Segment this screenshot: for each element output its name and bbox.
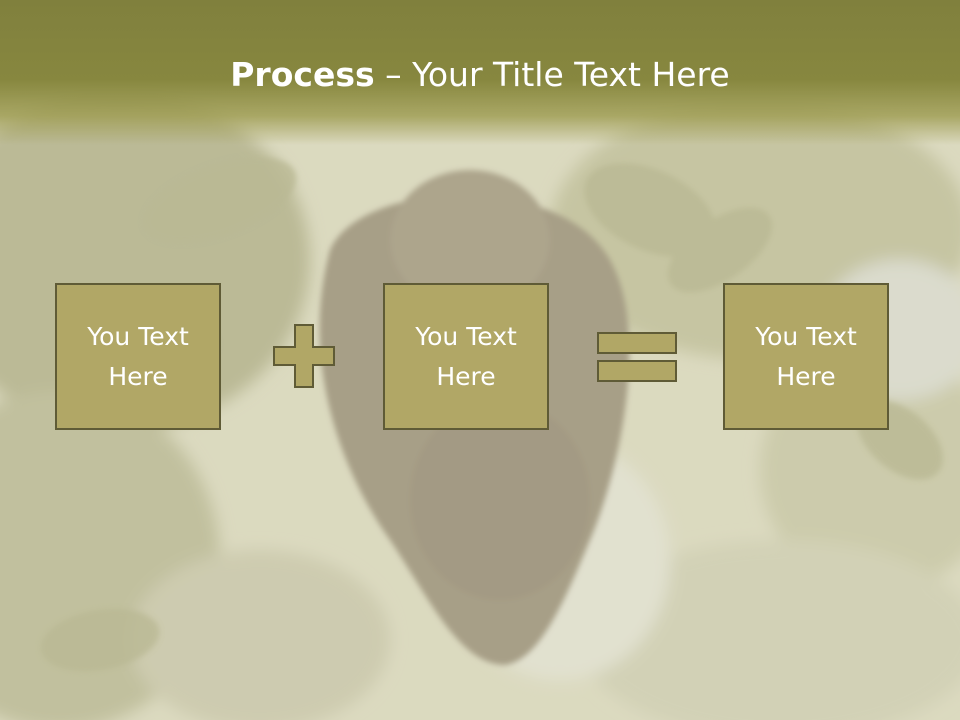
process-box-2: You Text Here — [383, 283, 549, 430]
title-bold: Process — [230, 55, 375, 94]
title-bar — [0, 0, 960, 145]
plus-icon — [273, 324, 335, 388]
equals-icon — [597, 332, 677, 382]
process-box-3: You Text Here — [723, 283, 889, 430]
process-box-1-label: You Text Here — [87, 321, 189, 391]
process-box-3-label: You Text Here — [755, 321, 857, 391]
slide-title: Process – Your Title Text Here — [0, 52, 960, 98]
process-box-2-label: You Text Here — [415, 321, 517, 391]
title-rest: – Your Title Text Here — [374, 55, 730, 94]
process-box-1: You Text Here — [55, 283, 221, 430]
